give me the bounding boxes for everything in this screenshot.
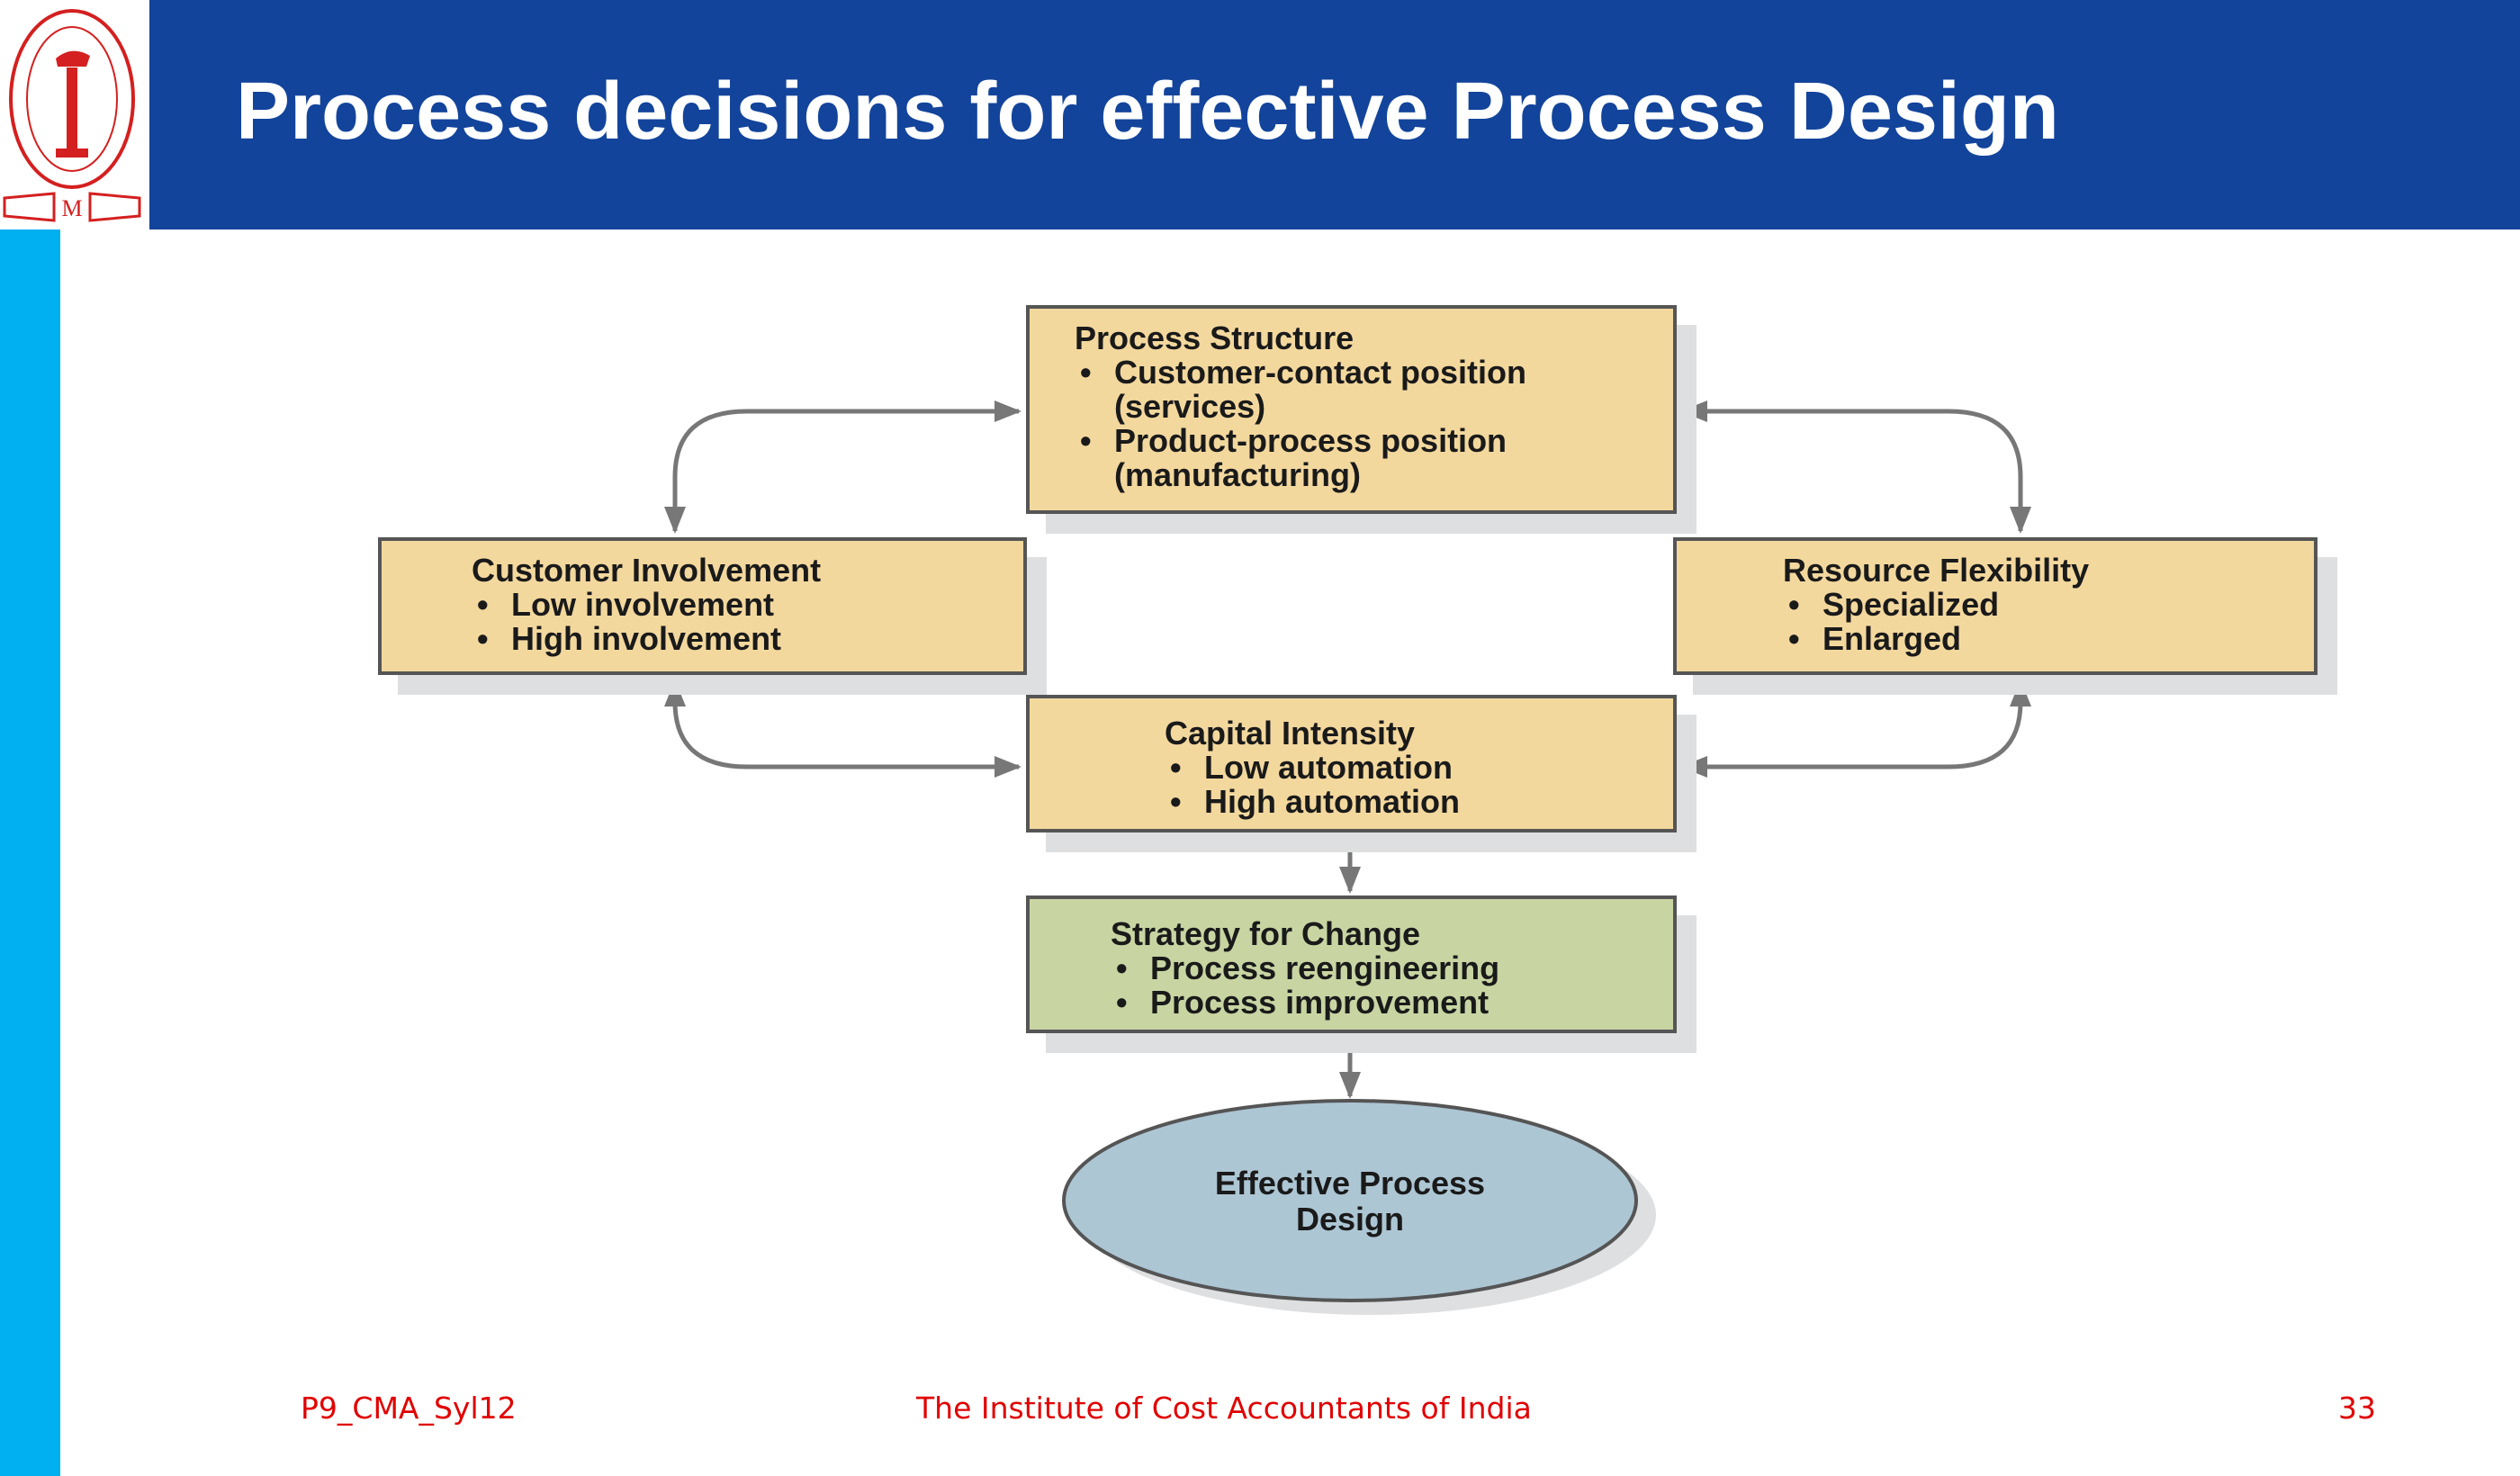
list-item: High involvement [472,622,821,657]
footer-institute: The Institute of Cost Accountants of Ind… [916,1390,1532,1426]
arrow-structure-flexibility [1680,400,2031,534]
process-structure-box: Process Structure Customer-contact posit… [1026,305,1677,514]
list-item: Low involvement [472,588,821,623]
svg-text:M: M [61,195,82,221]
box-title: Resource Flexibility [1783,552,2090,589]
list-item: Customer-contact position (services) [1075,356,1618,424]
title-bar: Process decisions for effective Process … [149,0,2520,230]
list-item: Product-process position (manufacturing) [1075,424,1618,492]
outcome-label: Effective Process Design [1064,1166,1636,1238]
capital-intensity-box: Capital Intensity Low automation High au… [1026,695,1677,832]
list-item: Low automation [1165,751,1460,786]
institute-logo: M [3,9,141,222]
strategy-for-change-box: Strategy for Change Process reengineerin… [1026,896,1677,1033]
side-accent-strip [0,230,60,1476]
arrow-involvement-capital [664,680,1022,778]
list-item: Process reengineering [1111,951,1499,986]
page-title: Process decisions for effective Process … [236,67,2059,157]
box-title: Customer Involvement [472,552,822,589]
arrow-structure-involvement [664,400,1022,534]
footer-code: P9_CMA_Syl12 [301,1390,517,1426]
box-title: Process Structure [1075,320,1354,356]
outcome-ellipse [1062,1099,1638,1302]
outcome-text: Effective Process Design [1214,1165,1486,1238]
box-title: Strategy for Change [1111,915,1421,952]
box-title: Capital Intensity [1165,715,1416,752]
list-item: Specialized [1783,588,2089,623]
resource-flexibility-box: Resource Flexibility Specialized Enlarge… [1673,537,2318,675]
customer-involvement-box: Customer Involvement Low involvement Hig… [378,537,1027,675]
list-item: High automation [1165,785,1460,820]
arrow-flexibility-capital [1680,680,2031,778]
page-number: 33 [2338,1390,2376,1426]
list-item: Enlarged [1783,622,2089,657]
list-item: Process improvement [1111,986,1499,1021]
